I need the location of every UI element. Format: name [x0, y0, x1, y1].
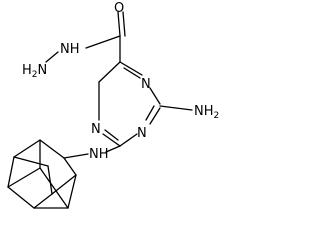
atom-amino-nh: NH [194, 104, 214, 119]
structure-drawing: O NH H2N N N N NH2 NH [7, 1, 219, 209]
molecule-svg: O NH H2N N N N NH2 NH [7, 1, 219, 209]
bond-c2-n-top [119, 61, 143, 76]
atom-hydrazide-nh2-sub: 2 [32, 70, 38, 80]
atom-hydrazide-nh2-h: H [22, 63, 32, 78]
bond-c4-n-bottom-inner [145, 105, 155, 121]
bond-n-left-c2b [98, 61, 121, 83]
atom-ring-n-bottom: N [137, 126, 147, 141]
bond-c6-n-left [102, 133, 121, 147]
bond-c6-n-left-inner [104, 129, 119, 141]
atom-hydrazide-nh2-n: N [38, 63, 48, 78]
bond-nh-adamantyl [63, 153, 89, 159]
bond-c2-n-top-inner [123, 67, 141, 79]
bond-c6-adamantyl-nh [105, 145, 121, 153]
bond-n-top-c4 [149, 87, 161, 105]
atom-amino: NH2 [194, 104, 219, 121]
bond-carbonyl-o [117, 11, 121, 37]
atom-hydrazide-nh: NH [60, 42, 80, 57]
atom-ring-n-left: N [91, 122, 101, 137]
atom-adamantyl-nh: NH [89, 147, 109, 162]
atom-oxygen: O [114, 1, 124, 16]
bond-c4-n-bottom [149, 107, 161, 125]
atom-amino-sub: 2 [214, 111, 220, 121]
triazine-ring [98, 61, 161, 147]
bond-c4-amino [159, 105, 193, 111]
bond-carbonyl-nh [85, 35, 121, 49]
bond-nh-nh2 [45, 51, 59, 63]
atom-ring-n-top: N [141, 77, 151, 92]
adamantane-cage [7, 139, 77, 209]
hydrazide-group [45, 11, 126, 63]
atom-hydrazide-nh2: H2N [22, 63, 47, 80]
bond-n-bottom-c6 [119, 133, 138, 147]
bond-carbonyl-o-double [122, 11, 126, 37]
